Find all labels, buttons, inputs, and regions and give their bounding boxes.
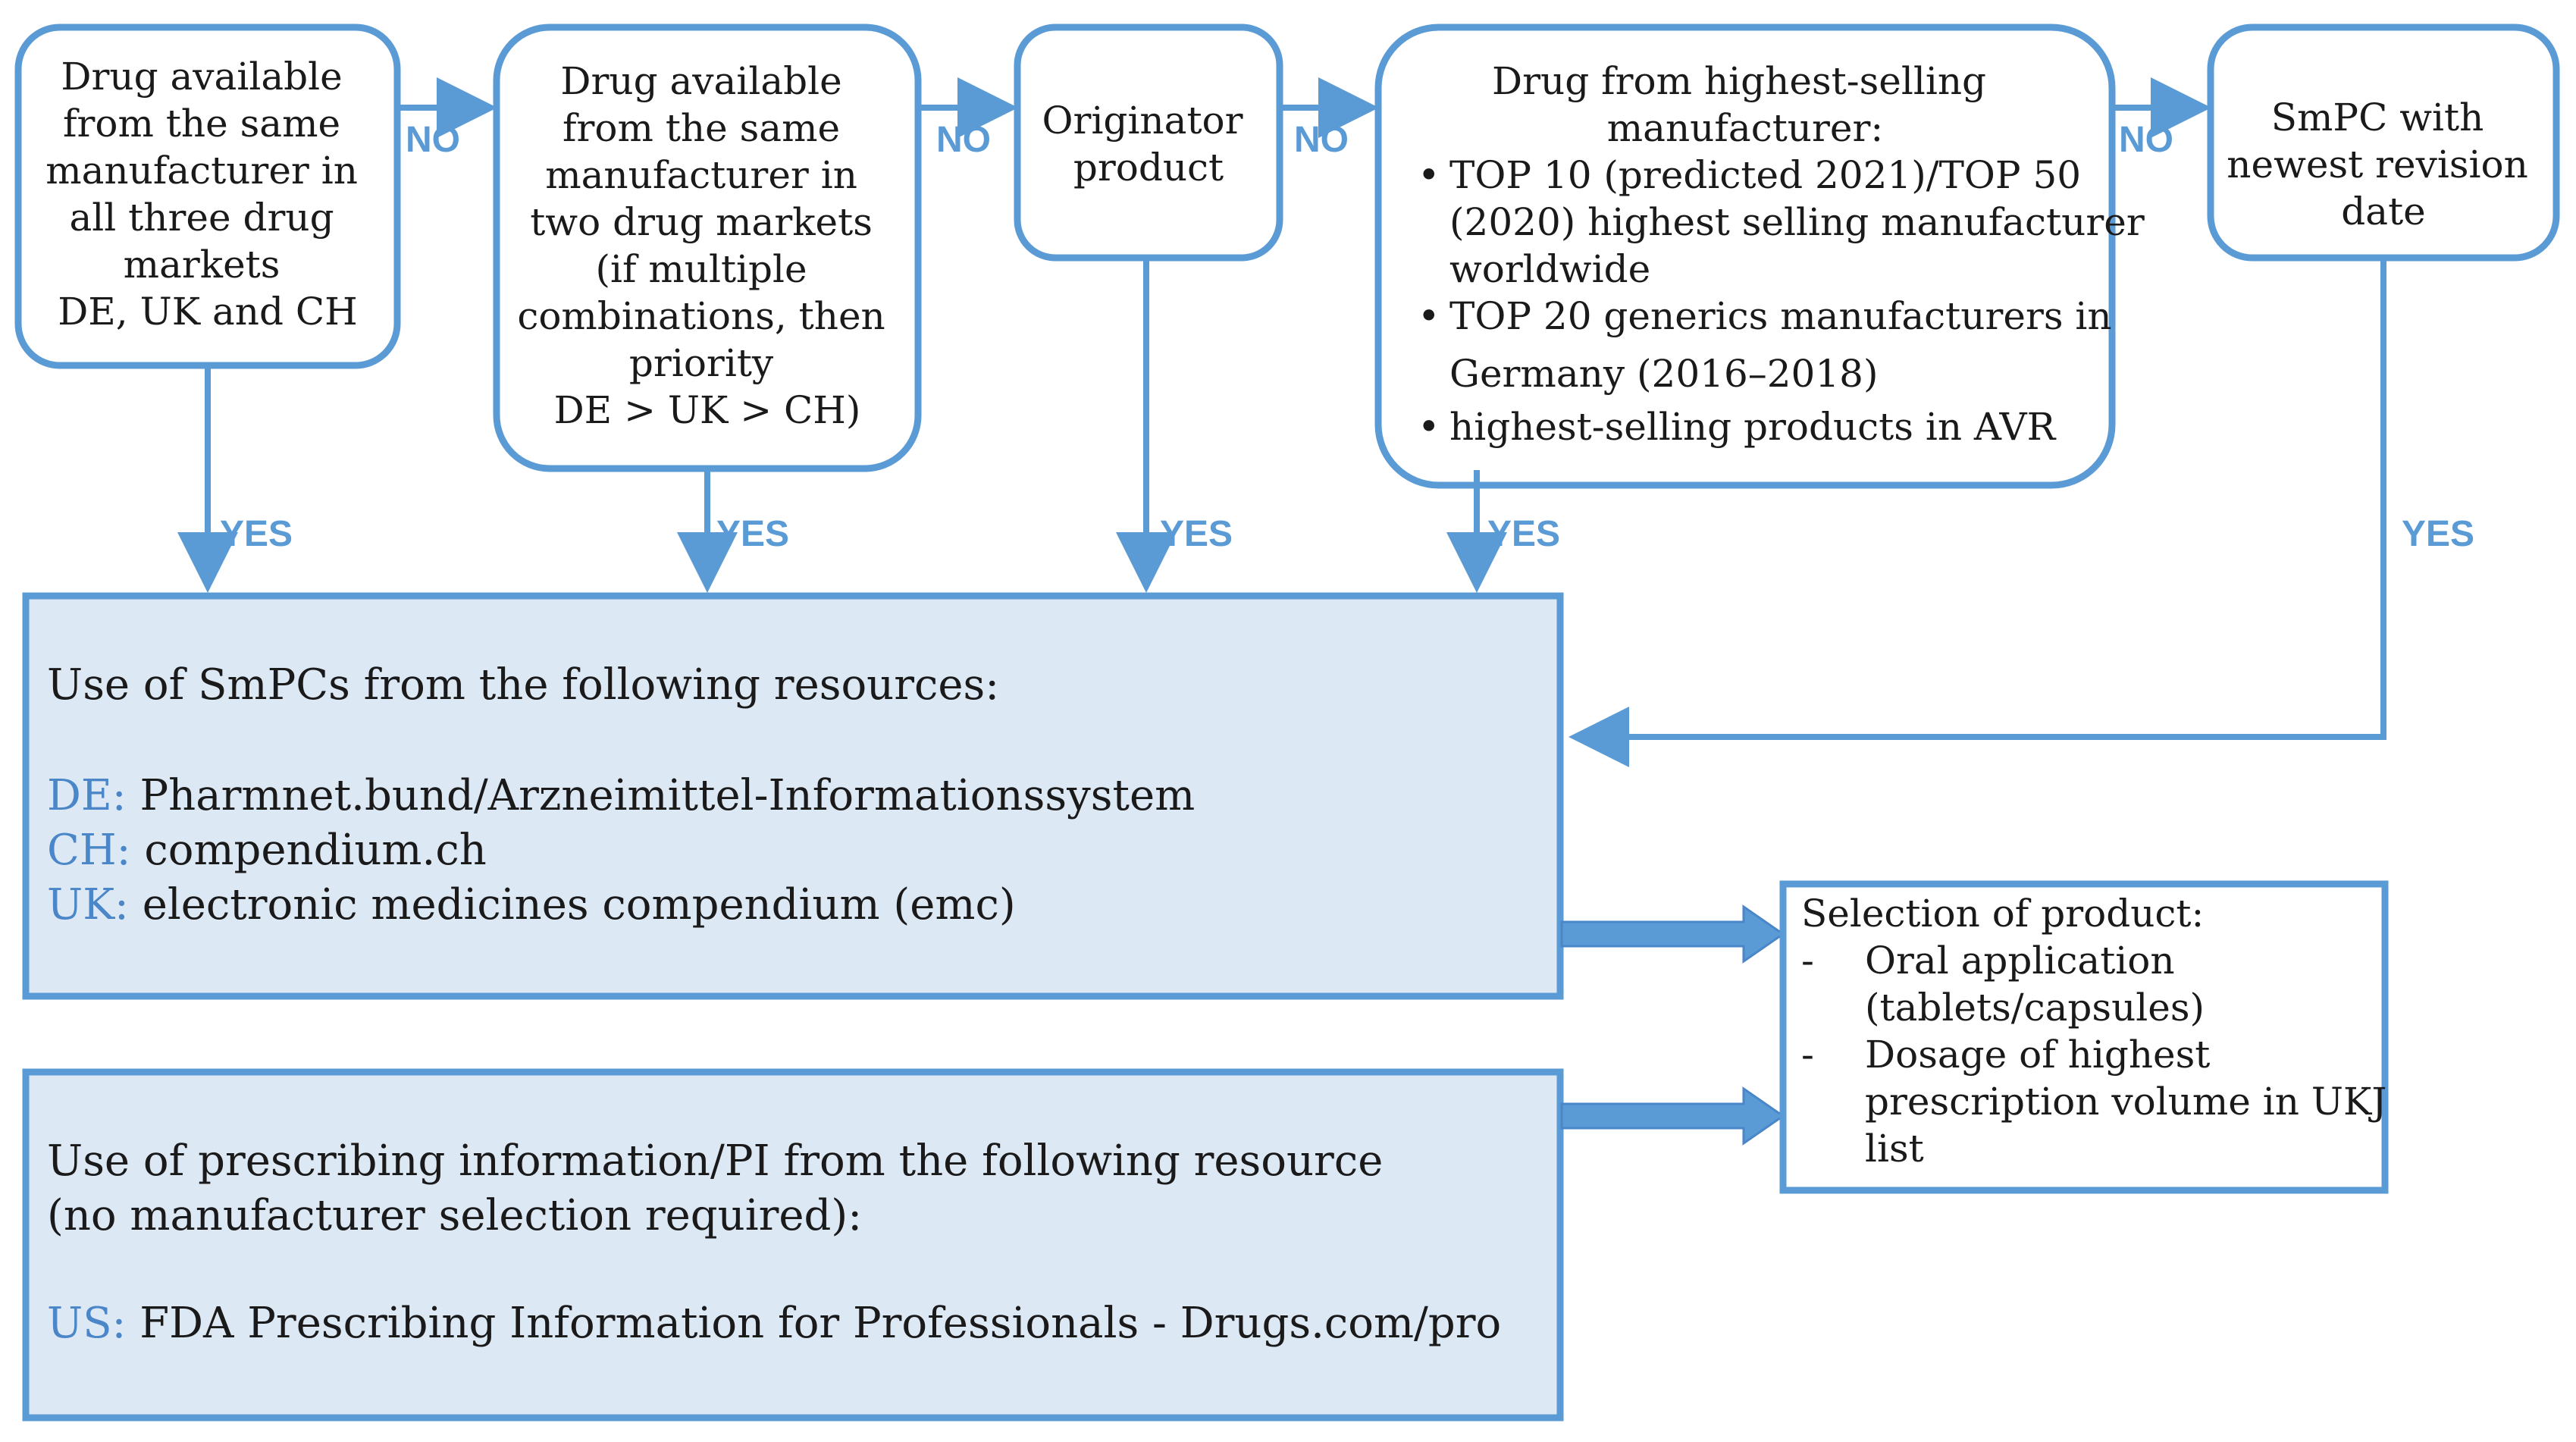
bullet-list: • TOP 10 (predicted 2021)/TOP 50 (2020) … (1418, 153, 2157, 449)
pi-heading: Use of prescribing information/PI from t… (47, 1136, 1396, 1240)
smpc-resources-box: Use of SmPCs from the following resource… (22, 592, 1564, 1000)
bullet-dot: • (1418, 153, 1440, 197)
bullet-dot: • (1418, 294, 1440, 338)
block-arrow (1560, 1086, 1785, 1146)
decision-box-newest-revision-text: SmPC with newest revision date (2227, 96, 2540, 234)
yes-label: YES (2402, 514, 2474, 554)
decision-box-three-markets: Drug available from the same manufacture… (14, 24, 401, 369)
decision-box-two-markets-text: Drug available from the same manufacture… (517, 59, 897, 432)
smpc-source-ch: CH: compendium.ch (47, 826, 487, 875)
smpc-heading: Use of SmPCs from the following resource… (47, 660, 999, 710)
bullet-item: highest-selling products in AVR (1449, 405, 2057, 449)
no-label: NO (1294, 120, 1349, 160)
no-label: NO (2119, 120, 2173, 160)
pi-resources-box: Use of prescribing information/PI from t… (22, 1068, 1564, 1422)
decision-box-originator-text: Originator product (1042, 99, 1255, 190)
no-label: NO (936, 120, 991, 160)
yes-label: YES (716, 514, 789, 554)
bullet-item: TOP 10 (predicted 2021)/TOP 50 (2020) hi… (1449, 153, 2157, 291)
bullet-dot: • (1418, 405, 1440, 449)
yes-arrows: YES YES YES YES YES (177, 259, 2474, 767)
yes-label: YES (220, 514, 293, 554)
no-label: NO (406, 120, 460, 160)
selection-item: Oral application (tablets/capsules) (1865, 939, 2205, 1030)
pi-source-us: US: FDA Prescribing Information for Prof… (47, 1299, 1501, 1348)
decision-box-highest-selling: Drug from highest-selling manufacturer: … (1374, 24, 2157, 489)
selection-dash: - (1801, 939, 1814, 983)
selection-title: Selection of product: (1801, 892, 2204, 936)
block-arrows (1560, 904, 1785, 1146)
product-selection-box: Selection of product: - Oral application… (1779, 880, 2399, 1194)
decision-box-three-markets-text: Drug available from the same manufacture… (45, 55, 370, 334)
yes-arrow-elbow (1568, 259, 2386, 767)
smpc-source-uk: UK: electronic medicines compendium (emc… (47, 880, 1016, 929)
highest-selling-title: Drug from highest-selling manufacturer: (1492, 59, 1998, 150)
smpc-source-de: DE: Pharmnet.bund/Arzneimittel-Informati… (47, 771, 1195, 820)
decision-box-newest-revision: SmPC with newest revision date (2207, 24, 2560, 262)
yes-label: YES (1487, 514, 1560, 554)
yes-label: YES (1160, 514, 1233, 554)
decision-box-two-markets: Drug available from the same manufacture… (493, 24, 922, 472)
no-arrows: NO NO NO NO (400, 77, 2211, 160)
bullet-item: TOP 20 generics manufacturers in Germany… (1449, 294, 2124, 396)
selection-item: Dosage of highest prescription volume in… (1865, 1033, 2399, 1171)
block-arrow (1560, 904, 1785, 964)
selection-dash: - (1801, 1033, 1814, 1077)
decision-box-originator: Originator product (1014, 24, 1283, 262)
